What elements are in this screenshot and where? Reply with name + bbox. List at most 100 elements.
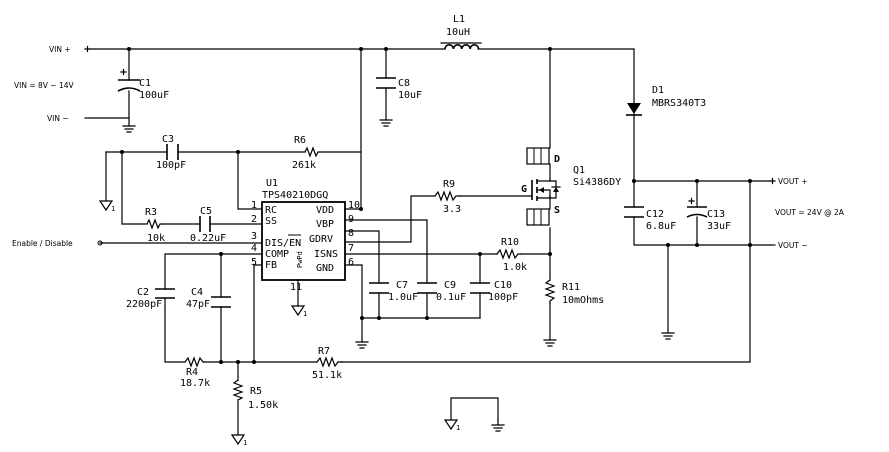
ic-pin-fb: FB	[265, 260, 277, 271]
capacitor-c4: C4 47pF	[186, 287, 231, 310]
r5-ref: R5	[250, 386, 262, 397]
resistor-r5: R5 1.50k	[232, 379, 278, 411]
r10-ref: R10	[501, 237, 519, 248]
mosfet-q1: D G S Q1 Si4386DY	[521, 147, 621, 226]
ic-pin-vbp: VBP	[316, 219, 334, 230]
q1-ref: Q1	[573, 165, 585, 176]
ground-icon	[491, 419, 505, 432]
junction-dots	[120, 47, 752, 364]
r7-ref: R7	[318, 346, 330, 357]
ic-ref: U1	[266, 178, 278, 189]
r7-value: 51.1k	[312, 370, 342, 381]
signal-ground-icon: 1	[290, 305, 307, 318]
d1-ref: D1	[652, 85, 664, 96]
ic-u1: U1 TPS40210DGQ RC SS DIS/EN COMP FB 1 2 …	[251, 178, 360, 293]
ground-icon	[122, 125, 136, 133]
capacitor-c3: C3 100pF	[156, 134, 186, 171]
c13-value: 33uF	[707, 221, 731, 232]
ic-pin-num-4: 4	[251, 243, 257, 254]
signal-ground-icon: 1	[443, 419, 460, 432]
ic-body	[261, 201, 346, 281]
ic-pin-num-9: 9	[348, 214, 354, 225]
c3-value: 100pF	[156, 160, 186, 171]
ic-pin-dis-en: DIS/EN	[265, 238, 301, 249]
vin-plus-label: VIN +	[49, 45, 71, 54]
ic-pin-num-5: 5	[251, 257, 257, 268]
c12-ref: C12	[646, 209, 664, 220]
vout-plus-label: VOUT +	[778, 177, 808, 186]
ic-pad-label: PwPd	[296, 251, 304, 268]
inductor-l1: L1 10uH	[440, 14, 482, 50]
vin-minus-label: VIN −	[47, 114, 69, 123]
c4-value: 47pF	[186, 299, 210, 310]
r3-value: 10k	[147, 233, 165, 244]
ground-icon	[543, 339, 557, 347]
r9-ref: R9	[443, 179, 455, 190]
ground-sub: 1	[111, 205, 115, 213]
capacitor-c5: C5 0.22uF	[190, 206, 226, 244]
ic-part: TPS40210DGQ	[262, 190, 328, 201]
c2-value: 2200pF	[126, 299, 162, 310]
diode-d1: D1 MBRS340T3	[626, 85, 706, 119]
ground-icon	[661, 332, 675, 340]
ic-pin-num-7: 7	[348, 243, 354, 254]
capacitor-c1: C1 100uF	[117, 68, 169, 101]
r11-ref: R11	[562, 282, 580, 293]
ic-pin-isns: ISNS	[314, 249, 338, 260]
resistor-r7: R7 51.1k	[312, 346, 342, 381]
enable-disable-label: Enable / Disable	[12, 239, 73, 248]
ic-pin-num-11: 11	[290, 282, 302, 293]
c10-value: 100pF	[488, 292, 518, 303]
ground-icon	[379, 119, 393, 127]
r5-value: 1.50k	[248, 400, 278, 411]
c9-ref: C9	[444, 280, 456, 291]
c3-ref: C3	[162, 134, 174, 145]
c12-value: 6.8uF	[646, 221, 676, 232]
q1-source-label: S	[554, 205, 560, 216]
capacitor-c12: C12 6.8uF	[624, 206, 676, 232]
ground-sub: 1	[303, 310, 307, 318]
r4-ref: R4	[186, 367, 198, 378]
resistor-r11: R11 10mOhms	[544, 279, 604, 306]
capacitor-c7: C7 1.0uF	[369, 280, 418, 303]
ic-pin-num-8: 8	[348, 228, 354, 239]
l1-ref: L1	[453, 14, 465, 25]
ic-pin-rc: RC	[265, 205, 277, 216]
ic-pin-num-1: 1	[251, 200, 257, 211]
c2-ref: C2	[137, 287, 149, 298]
port-terminals	[84, 45, 776, 246]
signal-ground-icon: 1	[230, 434, 247, 447]
c9-value: 0.1uF	[436, 292, 466, 303]
vout-spec-label: VOUT = 24V @ 2A	[775, 208, 845, 217]
c8-value: 10uF	[398, 90, 422, 101]
ic-pin-comp: COMP	[265, 249, 289, 260]
capacitor-c2: C2 2200pF	[126, 287, 175, 310]
ic-pin-gnd: GND	[316, 263, 334, 274]
d1-value: MBRS340T3	[652, 98, 706, 109]
r6-ref: R6	[294, 135, 306, 146]
c1-ref: C1	[139, 78, 151, 89]
r4-value: 18.7k	[180, 378, 210, 389]
q1-drain-label: D	[554, 154, 560, 165]
signal-ground-icon: 1	[98, 200, 115, 213]
ic-pin-num-2: 2	[251, 214, 257, 225]
c7-ref: C7	[396, 280, 408, 291]
ground-symbols: 1 1 1 1	[98, 119, 675, 447]
ic-pin-vdd: VDD	[316, 205, 334, 216]
c1-value: 100uF	[139, 90, 169, 101]
r11-value: 10mOhms	[562, 295, 604, 306]
c13-ref: C13	[707, 209, 725, 220]
ic-pin-ss: SS	[265, 216, 277, 227]
capacitor-c10: C10 100pF	[470, 280, 518, 303]
resistor-r3: R3 10k	[145, 207, 165, 244]
c7-value: 1.0uF	[388, 292, 418, 303]
c10-ref: C10	[494, 280, 512, 291]
c4-ref: C4	[191, 287, 203, 298]
ic-pin-num-3: 3	[251, 231, 257, 242]
r3-ref: R3	[145, 207, 157, 218]
c8-ref: C8	[398, 78, 410, 89]
vout-minus-label: VOUT −	[778, 241, 808, 250]
resistor-r6: R6 261k	[292, 135, 321, 171]
r10-value: 1.0k	[503, 262, 527, 273]
